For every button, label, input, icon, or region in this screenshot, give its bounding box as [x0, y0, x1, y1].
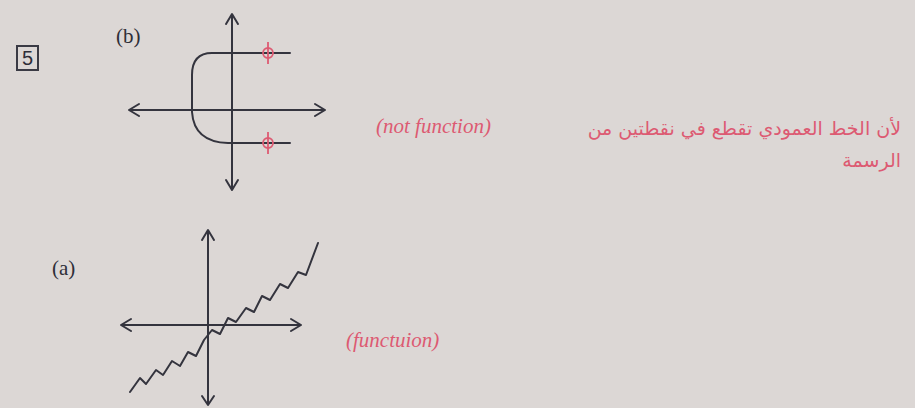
label-text: (a) [52, 256, 75, 280]
y-axis [231, 16, 233, 188]
function-curve [130, 243, 318, 392]
sketch-label: (not function) [376, 114, 491, 139]
sketch-label: (a) [52, 256, 75, 281]
x-axis [130, 109, 324, 111]
axis-arrow [315, 104, 325, 116]
label-text: (functuion) [346, 328, 439, 352]
problem-number-box: 5 [16, 45, 39, 71]
label-text: (b) [116, 24, 141, 48]
axis-arrow [291, 319, 301, 331]
axis-arrow [226, 14, 238, 24]
axis-arrow [226, 180, 238, 190]
problem-number: 5 [22, 47, 33, 69]
axis-arrow [121, 319, 131, 331]
explanation-note: لأن الخط العمودي تقطع في نقطتين من الرسم… [581, 112, 901, 176]
sketch-label: (functuion) [346, 328, 439, 353]
x-axis [122, 324, 300, 326]
axis-arrow [129, 104, 139, 116]
sketch-label: (b) [116, 24, 141, 49]
axis-arrow [202, 396, 214, 405]
relation-curve [192, 53, 290, 143]
y-axis [207, 232, 209, 404]
test-tick [267, 132, 269, 154]
label-text: (not function) [376, 114, 491, 138]
label-text: لأن الخط العمودي تقطع في نقطتين من الرسم… [588, 117, 901, 171]
test-tick [267, 42, 269, 64]
axis-arrow [202, 230, 214, 240]
